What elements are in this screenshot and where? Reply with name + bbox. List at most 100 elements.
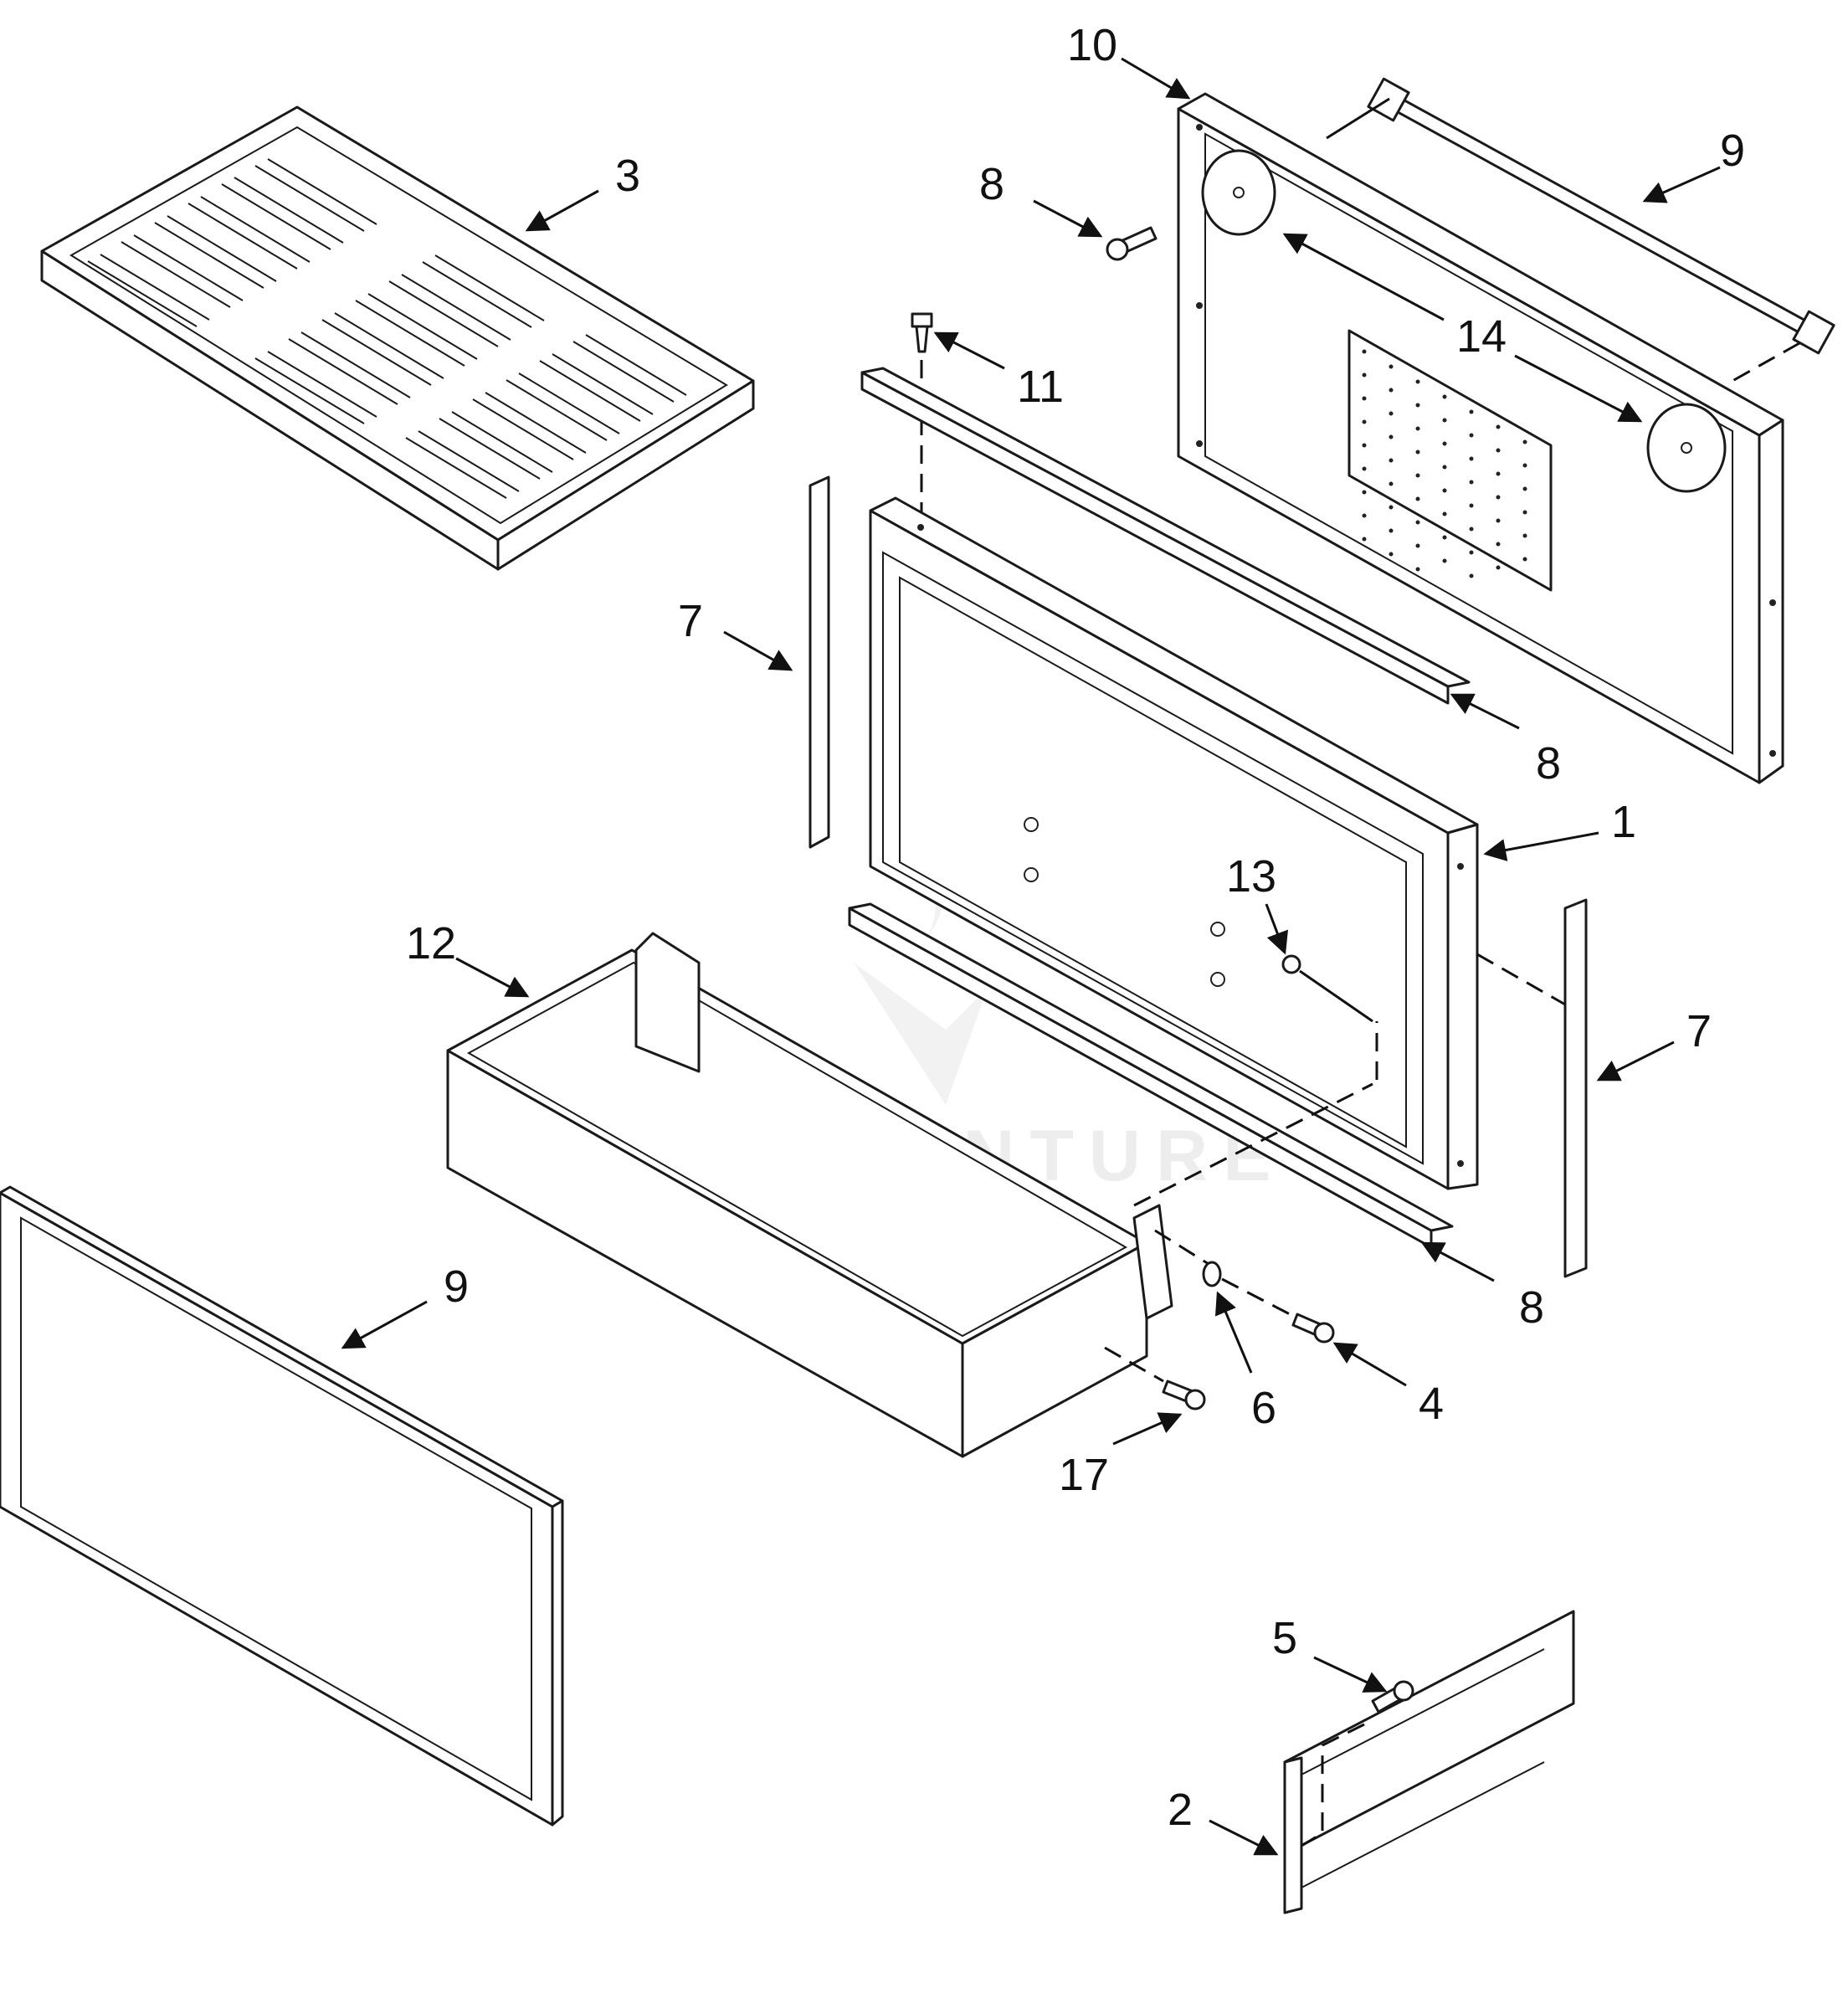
part-11-rod — [1326, 77, 1835, 383]
perforation-dot — [1496, 424, 1501, 429]
perforation-dot — [1469, 433, 1474, 438]
perforation-dot — [1362, 349, 1367, 354]
callout-labels: 3 10 9 8 14 11 7 8 1 13 12 7 8 9 6 4 17 … — [406, 20, 1745, 1835]
leader-16b — [1514, 354, 1643, 423]
part-8-bottom-strip — [848, 902, 1454, 1249]
perforation-dot — [1362, 537, 1367, 542]
callout-8-top: 8 — [1536, 738, 1561, 789]
perforation-dot — [1442, 511, 1447, 516]
perforation-dot — [1362, 373, 1367, 378]
part-8-top-strip — [860, 367, 1471, 705]
callout-9: 9 — [444, 1261, 469, 1312]
perforation-dot — [1522, 557, 1527, 562]
perforation-dot — [1469, 573, 1474, 578]
perforation-dot — [1496, 495, 1501, 500]
callout-8-bottom: 8 — [1519, 1282, 1544, 1333]
callout-15: 13 — [1226, 851, 1276, 902]
perforation-dot — [1362, 466, 1367, 471]
perforation-dot — [1469, 550, 1474, 555]
callout-3: 3 — [615, 151, 640, 201]
perforation-dot — [1522, 439, 1527, 444]
perforation-dot — [1362, 419, 1367, 424]
part-2-trim-strip — [1283, 1610, 1575, 1914]
perforation-dot — [1415, 403, 1420, 408]
leader-17 — [1112, 1412, 1183, 1446]
part-15-nut — [1281, 954, 1373, 1023]
leader-2 — [1209, 1819, 1279, 1856]
part-4-screw — [1291, 1313, 1335, 1344]
perforation-dot — [1442, 535, 1447, 540]
leader-5 — [1313, 1656, 1388, 1693]
perforation-dot — [1415, 520, 1420, 525]
perforation-dot — [1362, 443, 1367, 448]
part-13-screw — [911, 312, 933, 519]
perforation-dot — [1389, 364, 1394, 369]
callout-4: 4 — [1419, 1379, 1444, 1429]
perforation-dot — [1415, 473, 1420, 478]
perforation-dot — [1522, 463, 1527, 468]
perforation-dot — [1469, 456, 1474, 461]
perforation-dot — [1442, 394, 1447, 399]
part-10-screw — [1106, 226, 1158, 261]
callout-10: 8 — [979, 159, 1004, 209]
part-5-screw — [1301, 1680, 1414, 1847]
perforation-dot — [1389, 528, 1394, 533]
leader-3 — [525, 189, 599, 232]
perforation-dot — [1496, 518, 1501, 523]
perforation-dot — [1415, 379, 1420, 384]
perforation-dot — [1522, 533, 1527, 538]
leader-7b — [1596, 1040, 1675, 1082]
perforation-dot — [1389, 434, 1394, 439]
perforation-dot — [1415, 450, 1420, 455]
perforation-dot — [1442, 488, 1447, 493]
part-1-liner — [869, 496, 1479, 1190]
perforation-dot — [1522, 486, 1527, 491]
perforation-dot — [1469, 503, 1474, 508]
perforation-dot — [1496, 471, 1501, 476]
leader-15 — [1265, 903, 1289, 955]
callout-11: 9 — [1720, 126, 1745, 176]
perforation-dot — [1415, 496, 1420, 501]
perforation-dot — [1362, 396, 1367, 401]
leader-6 — [1214, 1291, 1253, 1374]
leader-8b — [1420, 1241, 1495, 1282]
leader-13 — [933, 331, 1005, 370]
part-17-screw — [1104, 1346, 1206, 1410]
perforation-dot — [1469, 409, 1474, 414]
part-9-door-frame — [0, 1185, 564, 1827]
leader-14 — [455, 957, 530, 998]
perforation-dot — [1389, 505, 1394, 510]
perforation-dot — [1389, 388, 1394, 393]
perforation-dot — [1522, 510, 1527, 515]
part-3-grate — [40, 105, 755, 571]
callout-2: 2 — [1168, 1785, 1193, 1835]
perforation-dot — [1469, 527, 1474, 532]
part-7-bracket-left — [808, 475, 830, 849]
perforation-dot — [1469, 480, 1474, 485]
leader-8a — [1450, 693, 1520, 730]
perforation-dot — [1362, 513, 1367, 518]
callout-5: 5 — [1272, 1613, 1297, 1663]
perforation-dot — [1496, 448, 1501, 453]
leader-4 — [1332, 1342, 1407, 1387]
perforation-dot — [1415, 426, 1420, 431]
perforation-dot — [1362, 490, 1367, 495]
callout-14: 12 — [406, 918, 456, 969]
perforation-dot — [1415, 567, 1420, 572]
perforation-dot — [1442, 465, 1447, 470]
perforation-dot — [1389, 552, 1394, 557]
perforation-dot — [1415, 543, 1420, 548]
part-14-drawer-box — [446, 932, 1378, 1458]
leader-1 — [1483, 831, 1599, 861]
leader-lines — [341, 57, 1721, 1856]
perforation-dot — [1496, 565, 1501, 570]
callout-16: 14 — [1456, 311, 1507, 362]
callout-17: 17 — [1059, 1450, 1109, 1500]
leader-9 — [341, 1300, 428, 1349]
perforation-dot — [1442, 558, 1447, 563]
part-7-bracket-right — [1476, 898, 1588, 1278]
perforation-dot — [1442, 418, 1447, 423]
perforation-dot — [1389, 481, 1394, 486]
callout-6: 6 — [1251, 1383, 1276, 1433]
